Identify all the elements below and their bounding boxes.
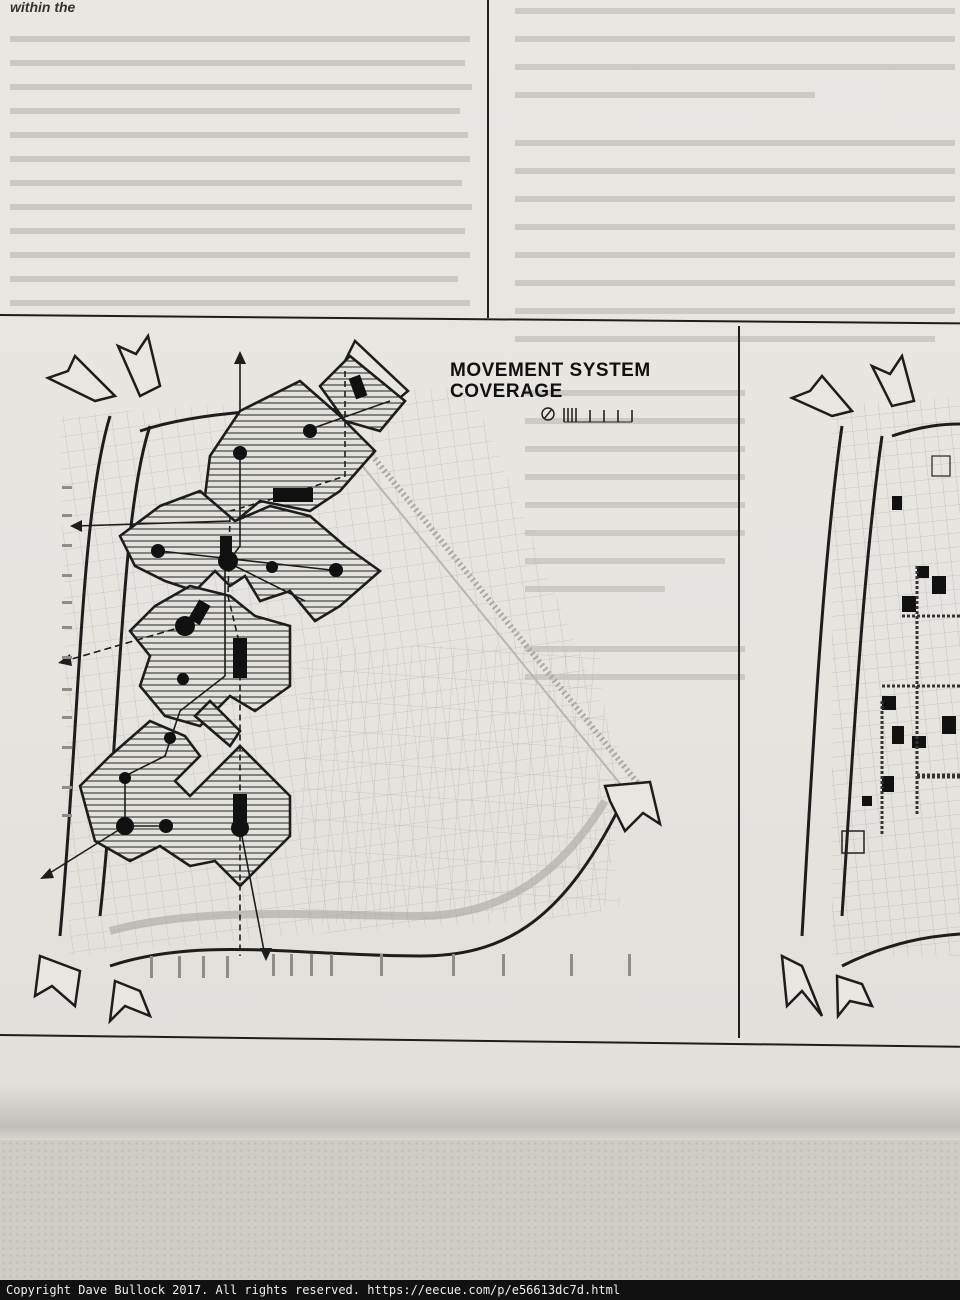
figure-title: MOVEMENT SYSTEM COVERAGE xyxy=(450,360,651,402)
terminal xyxy=(233,794,247,824)
station xyxy=(119,772,131,784)
arrow-northwest-icon xyxy=(792,376,852,416)
terminal xyxy=(273,488,313,502)
station xyxy=(177,673,189,685)
scale-bar-ticks xyxy=(564,408,632,422)
countertop-background xyxy=(0,1140,960,1280)
station xyxy=(233,446,247,460)
adjacent-plan-map xyxy=(742,316,960,1036)
figure-title-line1: MOVEMENT SYSTEM xyxy=(450,360,651,381)
left-text-column: within the xyxy=(10,0,480,306)
headline-fragment: within the xyxy=(10,0,480,18)
arrow-northwest-2-icon xyxy=(118,336,160,396)
station xyxy=(266,561,278,573)
north-arrow-and-scale xyxy=(540,404,640,430)
station xyxy=(116,817,134,835)
terminal xyxy=(220,536,232,558)
figure-frame-divider xyxy=(738,326,740,1038)
station xyxy=(159,819,173,833)
arrow-south-icon xyxy=(837,976,872,1016)
column-divider xyxy=(487,0,489,318)
faint-text-lines-left xyxy=(10,26,480,306)
figure-title-line2: COVERAGE xyxy=(450,381,651,402)
page-fold-shadow xyxy=(0,1085,960,1145)
station xyxy=(151,544,165,558)
station xyxy=(164,732,176,744)
arrow-southwest-1-icon xyxy=(35,956,80,1006)
station xyxy=(303,424,317,438)
arrow-southwest-icon xyxy=(782,956,822,1016)
station xyxy=(329,563,343,577)
arrow-southwest-2-icon xyxy=(110,981,150,1021)
copyright-footer: Copyright Dave Bullock 2017. All rights … xyxy=(0,1280,960,1300)
arrow-northwest-1-icon xyxy=(48,356,115,401)
terminal xyxy=(233,638,247,678)
arrow-north-icon xyxy=(872,356,914,406)
